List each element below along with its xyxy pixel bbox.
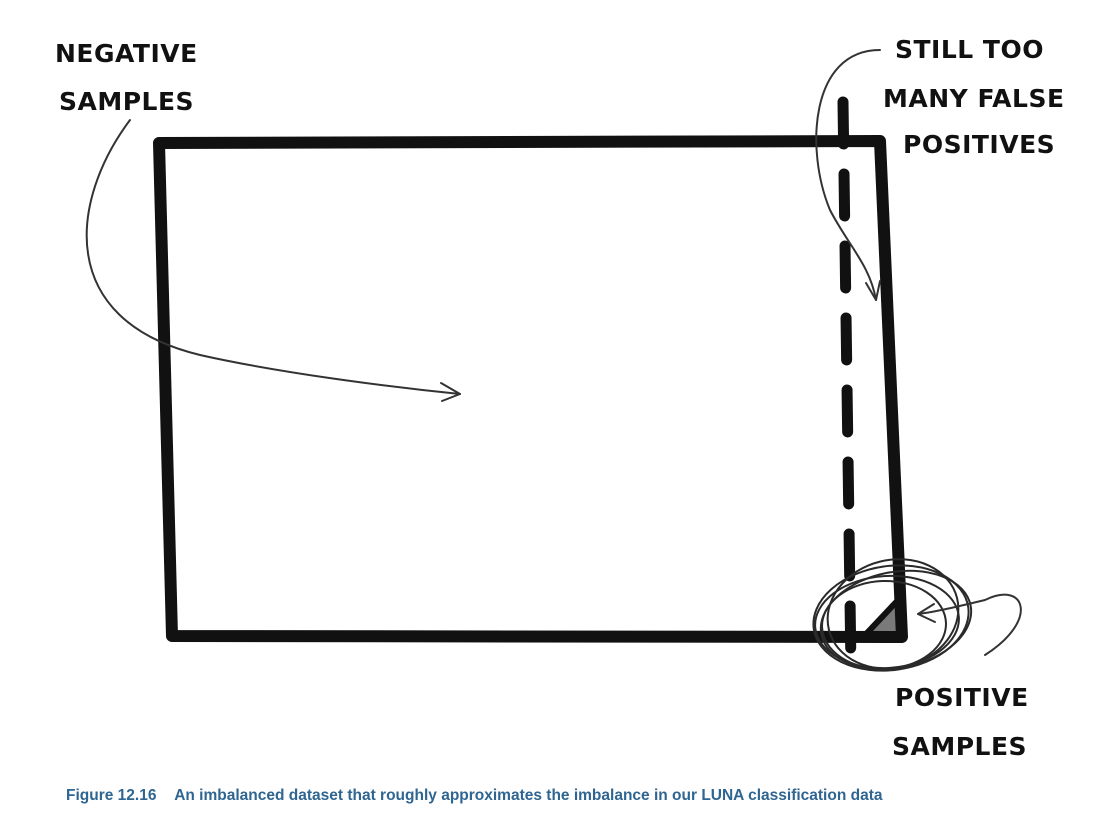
false-positives-label: STILL TOO MANY FALSE POSITIVES xyxy=(883,35,1074,159)
negative-samples-label: NEGATIVE SAMPLES xyxy=(55,39,207,116)
positive-samples-line-2: SAMPLES xyxy=(892,732,1027,761)
false-positives-line-3: POSITIVES xyxy=(903,130,1055,159)
positive-samples-arrow xyxy=(917,593,1022,656)
dataset-box xyxy=(153,135,908,643)
figure-number: Figure 12.16 xyxy=(66,787,157,804)
positive-samples-label: POSITIVE SAMPLES xyxy=(892,683,1038,761)
figure-caption-text: An imbalanced dataset that roughly appro… xyxy=(174,787,883,804)
negative-samples-line-1: NEGATIVE xyxy=(55,39,198,68)
figure-caption: Figure 12.16 An imbalanced dataset that … xyxy=(66,787,1086,805)
positive-samples-circle xyxy=(812,558,973,672)
false-positives-arrow xyxy=(815,49,881,301)
negative-samples-line-2: SAMPLES xyxy=(59,87,194,116)
dataset-diagram: NEGATIVE SAMPLES STILL TOO MANY FALSE PO… xyxy=(55,35,1074,761)
false-positives-line-1: STILL TOO xyxy=(895,35,1044,64)
false-positives-line-2: MANY FALSE xyxy=(883,84,1065,113)
negative-samples-arrow xyxy=(85,119,461,402)
positive-samples-line-1: POSITIVE xyxy=(895,683,1029,712)
